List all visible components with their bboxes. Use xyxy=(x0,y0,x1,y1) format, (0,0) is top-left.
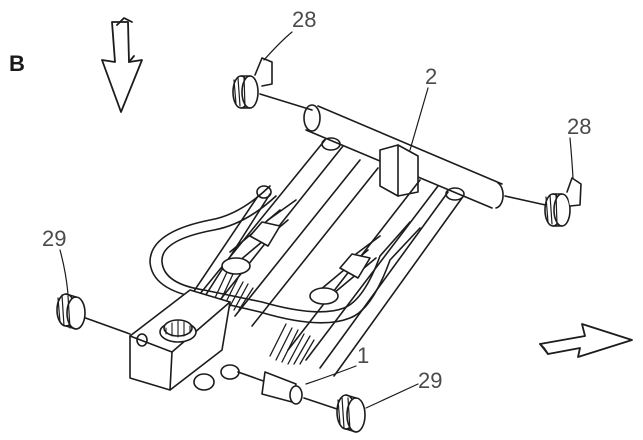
handle-bar xyxy=(303,104,504,209)
callout-28-right: 28 xyxy=(567,114,592,139)
callout-1: 1 xyxy=(357,343,370,368)
front-axle xyxy=(79,315,341,411)
front-handle xyxy=(149,185,421,324)
frame-rails xyxy=(187,137,465,377)
panel-label: B xyxy=(9,51,25,76)
arrow-right-icon xyxy=(539,323,633,358)
spring-left xyxy=(213,199,297,311)
spring-right xyxy=(269,235,381,365)
front-base xyxy=(129,289,240,391)
leader-lines xyxy=(59,31,574,409)
callout-29-left: 29 xyxy=(42,226,67,251)
rear-wheel-left xyxy=(232,57,273,109)
rear-wheel-right xyxy=(544,177,582,227)
callout-2: 2 xyxy=(425,64,438,89)
callout-29-bottom: 29 xyxy=(418,368,443,393)
arrow-down-icon xyxy=(101,17,143,113)
front-wheel-left xyxy=(56,293,86,330)
rear-axle xyxy=(259,93,551,207)
callout-28-top: 28 xyxy=(292,7,317,32)
front-wheel-right xyxy=(336,394,366,433)
